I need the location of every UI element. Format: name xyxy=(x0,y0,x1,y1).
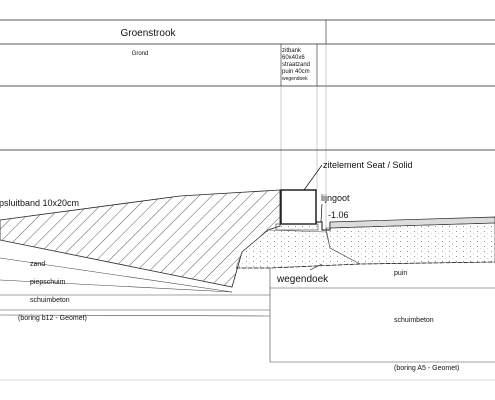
wegendoek-leader xyxy=(309,263,323,271)
header-title: Groenstrook xyxy=(120,28,176,39)
seat-foundation xyxy=(275,223,319,231)
right-soil-box xyxy=(269,268,495,363)
label-schuimbeton-right: schuimbeton xyxy=(394,317,434,324)
label-lijngoot: lijngoot xyxy=(321,193,350,203)
foundation-bed xyxy=(235,229,361,269)
label-zand: zand xyxy=(30,261,45,268)
header-table xyxy=(0,19,495,87)
label-level: -1.06 xyxy=(328,210,349,220)
reference-lines xyxy=(280,44,327,232)
header-col-zitbank-4: puin 40cm xyxy=(282,69,310,75)
label-zitelement: zitelement Seat / Solid xyxy=(323,160,413,170)
header-col-zitbank-2: 60x40x6 xyxy=(282,55,305,61)
zitelement-leader xyxy=(303,164,323,191)
header-col-zitbank-5: wegendoek xyxy=(282,76,308,82)
header-col-zitbank-3: straatzand xyxy=(282,62,310,68)
geotextile-line xyxy=(236,261,495,269)
label-opsluitband: opsluitband 10x20cm xyxy=(0,198,79,208)
left-soil-layers xyxy=(0,239,271,317)
header-col-zitbank-1: zitbank xyxy=(282,48,302,54)
label-piepschuim: piepschuim xyxy=(30,279,66,286)
header-col-grond: Grond xyxy=(132,51,149,57)
label-boring-right: (boring A5 - Geomet) xyxy=(394,365,459,372)
seat-element-block xyxy=(280,189,317,225)
label-puin: puin xyxy=(394,270,407,277)
lijngoot-leader xyxy=(320,203,323,223)
label-boring-left: (boring b12 - Geomet) xyxy=(18,315,87,322)
paving-layer xyxy=(329,216,495,229)
label-wegendoek: wegendoek xyxy=(276,274,329,285)
subbase-layer xyxy=(325,222,495,265)
label-schuimbeton-left: schuimbeton xyxy=(30,297,70,304)
